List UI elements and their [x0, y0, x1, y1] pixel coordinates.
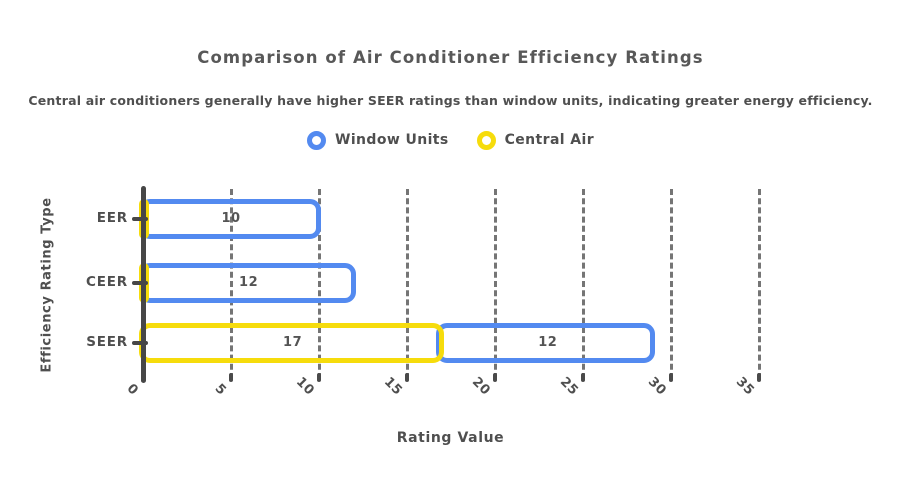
x-tickmark-35 — [757, 373, 761, 382]
gridline-x-5 — [229, 189, 233, 379]
x-ticklabel-10: 10 — [292, 374, 317, 399]
x-tickmark-20 — [493, 373, 497, 382]
gridline-x-15 — [405, 189, 409, 379]
x-ticklabel-15: 15 — [380, 374, 405, 399]
gridline-x-10 — [317, 189, 321, 379]
x-ticklabel-30: 30 — [644, 374, 669, 399]
x-tickmark-30 — [669, 373, 673, 382]
gridline-x-25 — [581, 189, 585, 379]
legend-label-central-air: Central Air — [504, 132, 595, 148]
legend-label-window-units: Window Units — [334, 132, 449, 148]
legend: Window Units Central Air — [0, 129, 901, 151]
x-tickmark-10 — [317, 373, 321, 382]
gridline-x-35 — [757, 189, 761, 379]
y-tickmark-eer — [132, 217, 148, 221]
legend-item-window-units: Window Units — [306, 130, 449, 150]
category-label-seer: SEER — [86, 334, 128, 350]
gridline-x-30 — [669, 189, 673, 379]
category-label-eer: EER — [96, 210, 128, 226]
category-label-ceer: CEER — [86, 274, 128, 290]
y-tickmark-ceer — [132, 281, 148, 285]
chart-subtitle: Central air conditioners generally have … — [28, 93, 873, 108]
x-ticklabel-5: 5 — [211, 381, 229, 399]
chart-title: Comparison of Air Conditioner Efficiency… — [197, 48, 704, 67]
x-axis-title: Rating Value — [396, 430, 505, 446]
x-tickmark-15 — [405, 373, 409, 382]
bar-seer-window-units — [436, 323, 656, 363]
window-units-ring-icon — [306, 130, 326, 150]
bar-value-eer-window-units: 10 — [221, 211, 241, 226]
x-ticklabel-0: 0 — [123, 381, 141, 399]
x-ticklabel-25: 25 — [556, 374, 581, 399]
legend-item-central-air: Central Air — [476, 130, 595, 150]
x-tickmark-5 — [229, 373, 233, 382]
bar-value-seer-central-air: 17 — [283, 335, 303, 350]
central-air-ring-icon — [476, 130, 496, 150]
gridline-x-20 — [493, 189, 497, 379]
bar-value-seer-window-units: 12 — [538, 335, 558, 350]
x-ticklabel-20: 20 — [468, 374, 493, 399]
y-tickmark-seer — [132, 341, 148, 345]
bar-value-ceer-window-units: 12 — [239, 275, 259, 290]
x-tickmark-25 — [581, 373, 585, 382]
x-ticklabel-35: 35 — [732, 374, 757, 399]
